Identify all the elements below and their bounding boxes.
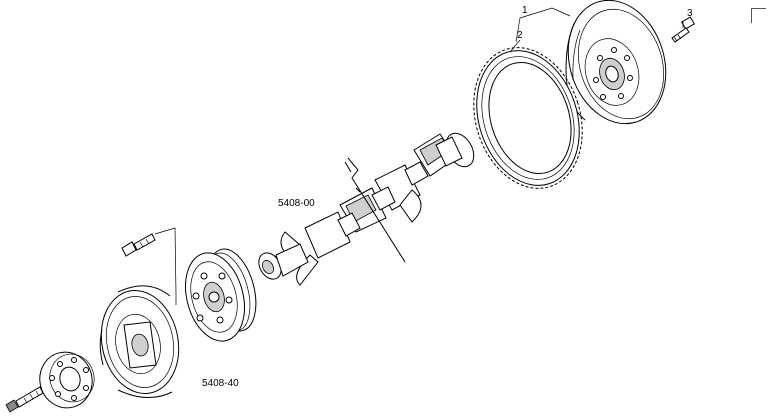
timing-pulley (185, 248, 257, 342)
crankshaft (258, 132, 475, 286)
damper-pulley (99, 285, 180, 398)
pulley-bolt-upper (121, 233, 156, 257)
break-line (344, 157, 406, 263)
leaders-top (509, 7, 684, 53)
label-item-3: 3 (687, 8, 693, 19)
flywheel-bolt (671, 16, 696, 43)
hub-bolt-lower (5, 386, 44, 413)
label-item-1: 1 (522, 5, 528, 16)
corner-bracket-mark (751, 8, 766, 23)
label-item-2: 2 (517, 30, 523, 41)
label-ref-crankshaft: 5408-00 (278, 198, 315, 209)
label-ref-pulley: 5408-40 (202, 378, 239, 389)
flywheel (565, 0, 667, 125)
ring-gear (473, 47, 583, 189)
leader-bolt (154, 227, 177, 305)
hub-flange (39, 351, 95, 409)
